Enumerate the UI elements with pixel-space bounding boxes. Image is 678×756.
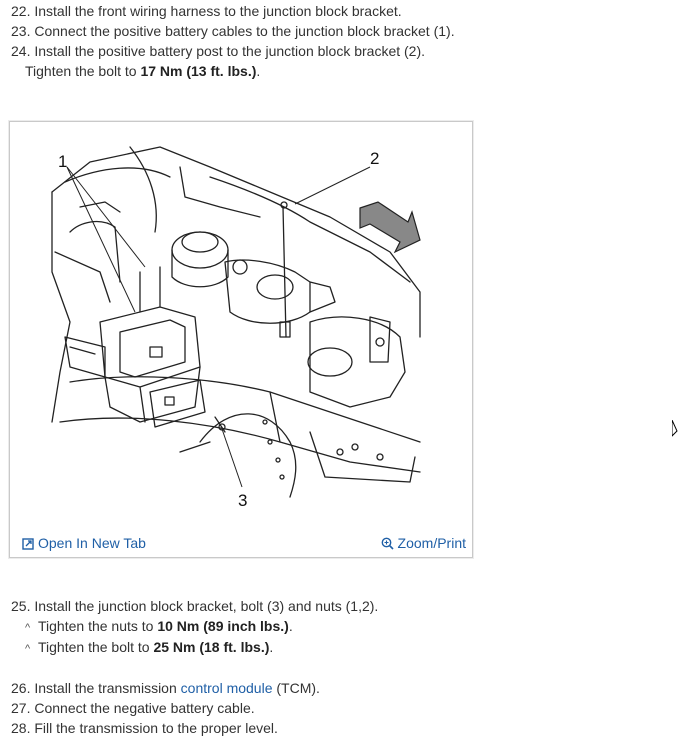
open-in-new-tab-link[interactable]: Open In New Tab bbox=[22, 535, 146, 551]
step-28: 28. Fill the transmission to the proper … bbox=[11, 720, 278, 736]
step-27: 27. Connect the negative battery cable. bbox=[11, 700, 255, 716]
zoom-magnifier-icon bbox=[381, 537, 394, 550]
step-26: 26. Install the transmission control mod… bbox=[11, 680, 320, 696]
step-25-sub-1: ^Tighten the nuts to 10 Nm (89 inch lbs.… bbox=[25, 618, 293, 634]
junction-block-figure: 1 2 3 Open In New Tab Zoom/Print bbox=[9, 121, 473, 558]
control-module-link[interactable]: control module bbox=[180, 680, 273, 696]
step-24: 24. Install the positive battery post to… bbox=[11, 43, 426, 59]
callout-2: 2 bbox=[370, 149, 379, 168]
open-new-tab-icon bbox=[22, 538, 34, 550]
step-23: 23. Connect the positive battery cables … bbox=[11, 23, 455, 39]
engine-compartment-illustration: 1 2 3 bbox=[51, 146, 421, 510]
step-24-torque: Tighten the bolt to 17 Nm (13 ft. lbs.). bbox=[25, 63, 261, 79]
torque-value: 17 Nm (13 ft. lbs.) bbox=[140, 63, 257, 79]
direction-arrow-icon bbox=[359, 201, 421, 254]
step-25: 25. Install the junction block bracket, … bbox=[11, 598, 379, 614]
callout-3: 3 bbox=[238, 491, 247, 510]
step-25-sub-2: ^Tighten the bolt to 25 Nm (18 ft. lbs.)… bbox=[25, 639, 274, 655]
zoom-print-link[interactable]: Zoom/Print bbox=[381, 535, 466, 551]
callout-1: 1 bbox=[58, 152, 67, 171]
figure-footer: Open In New Tab Zoom/Print bbox=[10, 529, 472, 555]
mouse-cursor-icon bbox=[672, 420, 678, 437]
step-22: 22. Install the front wiring harness to … bbox=[11, 3, 402, 19]
